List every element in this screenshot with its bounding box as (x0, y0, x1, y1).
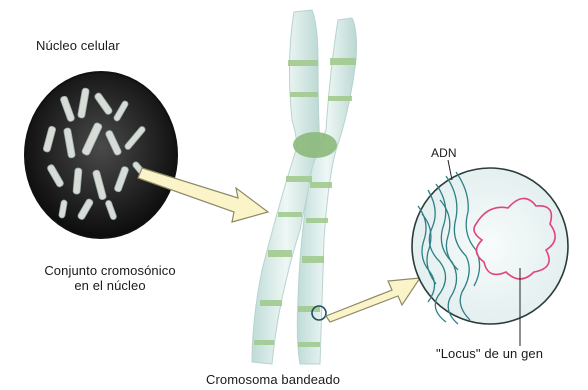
label-gene-locus: "Locus" de un gen (436, 346, 543, 361)
label-nucleus: Núcleo celular (36, 38, 120, 53)
label-banded-chromosome: Cromosoma bandeado (206, 372, 340, 387)
centromere (293, 132, 337, 158)
dna-zoom-circle (412, 160, 568, 346)
label-chromosome-set-line2: en el núcleo (20, 278, 200, 293)
label-chromosome-set-line1: Conjunto cromosónico (20, 263, 200, 278)
label-chromosome-set: Conjunto cromosónico en el núcleo (20, 263, 200, 293)
arrow-chromosome-to-dna (326, 278, 420, 322)
dna-pointer (448, 160, 452, 180)
cell-nucleus (25, 72, 177, 238)
label-dna: ADN (431, 146, 457, 161)
